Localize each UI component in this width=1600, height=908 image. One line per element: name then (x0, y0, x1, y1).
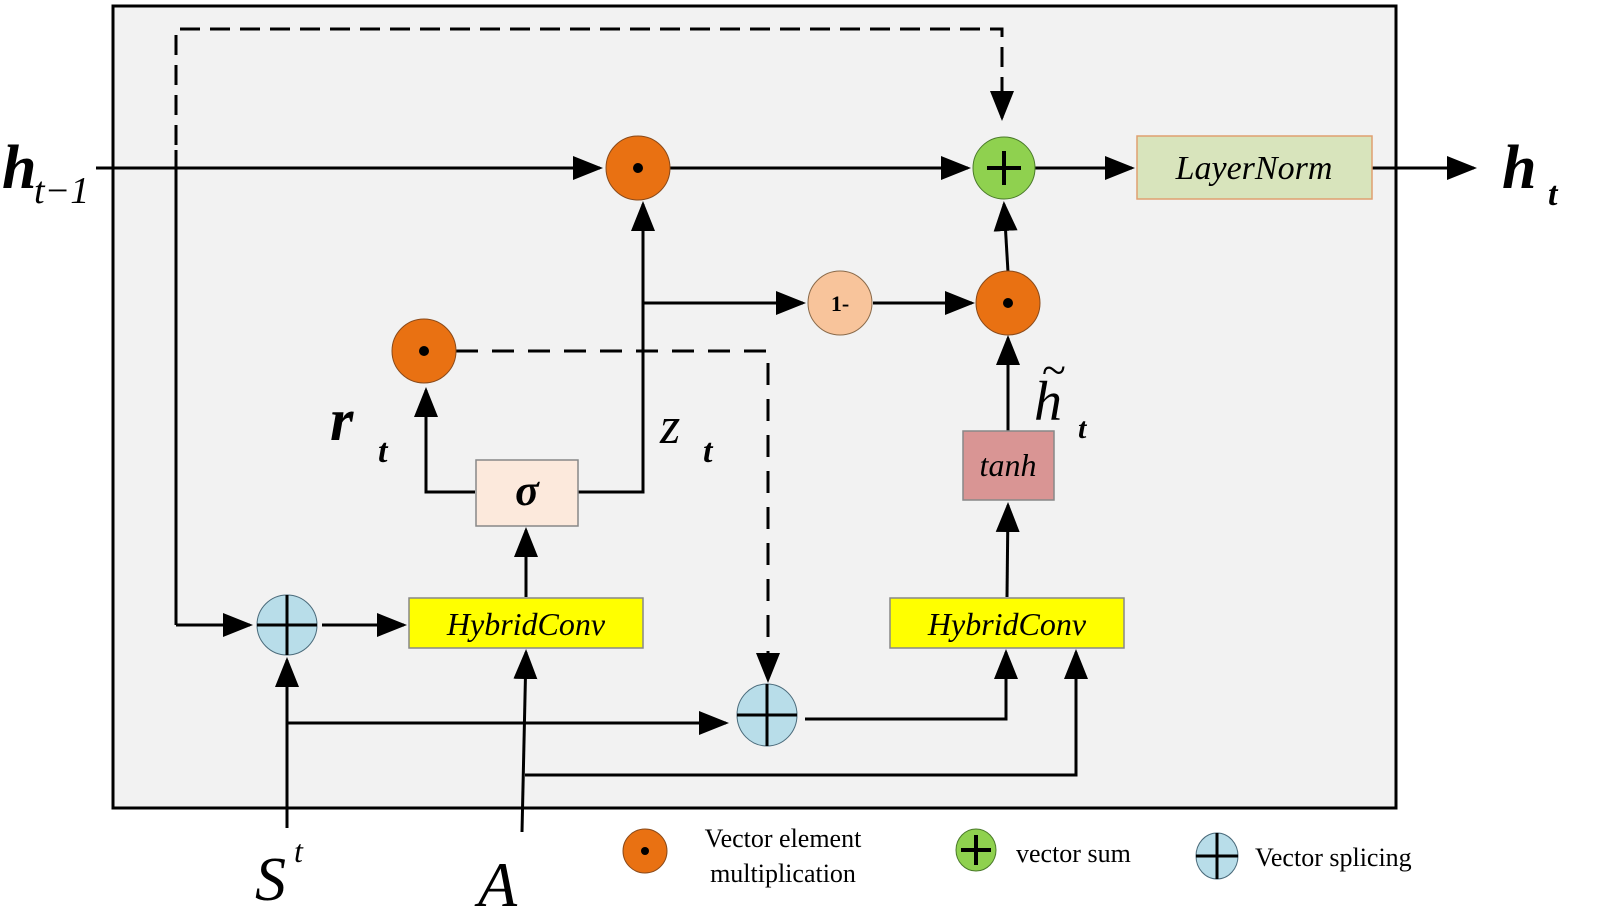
a-to-hybridconv-right (525, 649, 1088, 777)
r-line (414, 387, 475, 494)
h-tilde-text: h (1034, 371, 1062, 433)
a-input-line (513, 649, 538, 833)
vector-sum-icon (955, 828, 997, 872)
h-tilde-mark: ~ (1042, 346, 1066, 395)
r-text: r (330, 387, 354, 453)
h-out-sub: t (1548, 176, 1559, 213)
r-sub: t (378, 433, 389, 470)
r-label: r t (330, 387, 389, 470)
legend-splice-label: Vector splicing (1255, 843, 1412, 872)
legend: Vector element multiplication vector sum… (622, 824, 1412, 888)
vector-splicing-icon (1195, 832, 1239, 880)
h-prev-sub: t−1 (34, 170, 89, 212)
mult-node-top (605, 135, 671, 201)
s-sup: t (294, 833, 304, 869)
mult-node-r (391, 318, 457, 384)
hybridconv-left-label: HybridConv (446, 606, 606, 642)
sigma-block: σ (475, 459, 579, 527)
sigma-label: σ (515, 466, 540, 515)
layernorm-label: LayerNorm (1175, 150, 1333, 187)
s-text: S (255, 846, 286, 908)
z-sub: t (703, 433, 714, 470)
legend-sum-label: vector sum (1016, 839, 1131, 868)
z-label: z t (659, 398, 714, 470)
mult-node-right (975, 270, 1041, 336)
splice-node-left (256, 594, 318, 656)
tanh-block: tanh (962, 430, 1055, 501)
legend-mult-line2: multiplication (710, 859, 856, 888)
z-line (578, 201, 655, 494)
splice-to-hybridconv-right (805, 649, 1018, 721)
h-out-text: h (1502, 134, 1536, 202)
h-prev-label: h t−1 (2, 134, 89, 212)
h-tilde-sub: t (1078, 412, 1088, 445)
sum-node (972, 136, 1036, 200)
s-label: S t (255, 833, 304, 908)
hybridconv-to-tanh (995, 502, 1020, 598)
hybridconv-right-label: HybridConv (927, 606, 1087, 642)
mult-to-sum-up (993, 201, 1018, 273)
hybridconv-right-block: HybridConv (889, 597, 1125, 649)
vector-element-multiplication-icon (622, 828, 668, 874)
legend-mult-line1: Vector element (705, 824, 862, 853)
one-minus-label: 1- (831, 291, 849, 316)
h-prev-text: h (2, 134, 36, 202)
layernorm-block: LayerNorm (1136, 135, 1373, 200)
h-tilde-label: h ~ t (1034, 346, 1088, 445)
z-text: z (659, 398, 680, 455)
h-out-label: h t (1502, 134, 1559, 213)
skip-dashed-line (174, 27, 1014, 625)
one-minus-node: 1- (807, 270, 873, 336)
a-label: A (474, 849, 518, 908)
splice-node-right (736, 683, 798, 747)
hybridconv-left-block: HybridConv (408, 597, 644, 649)
tanh-label: tanh (980, 447, 1037, 483)
